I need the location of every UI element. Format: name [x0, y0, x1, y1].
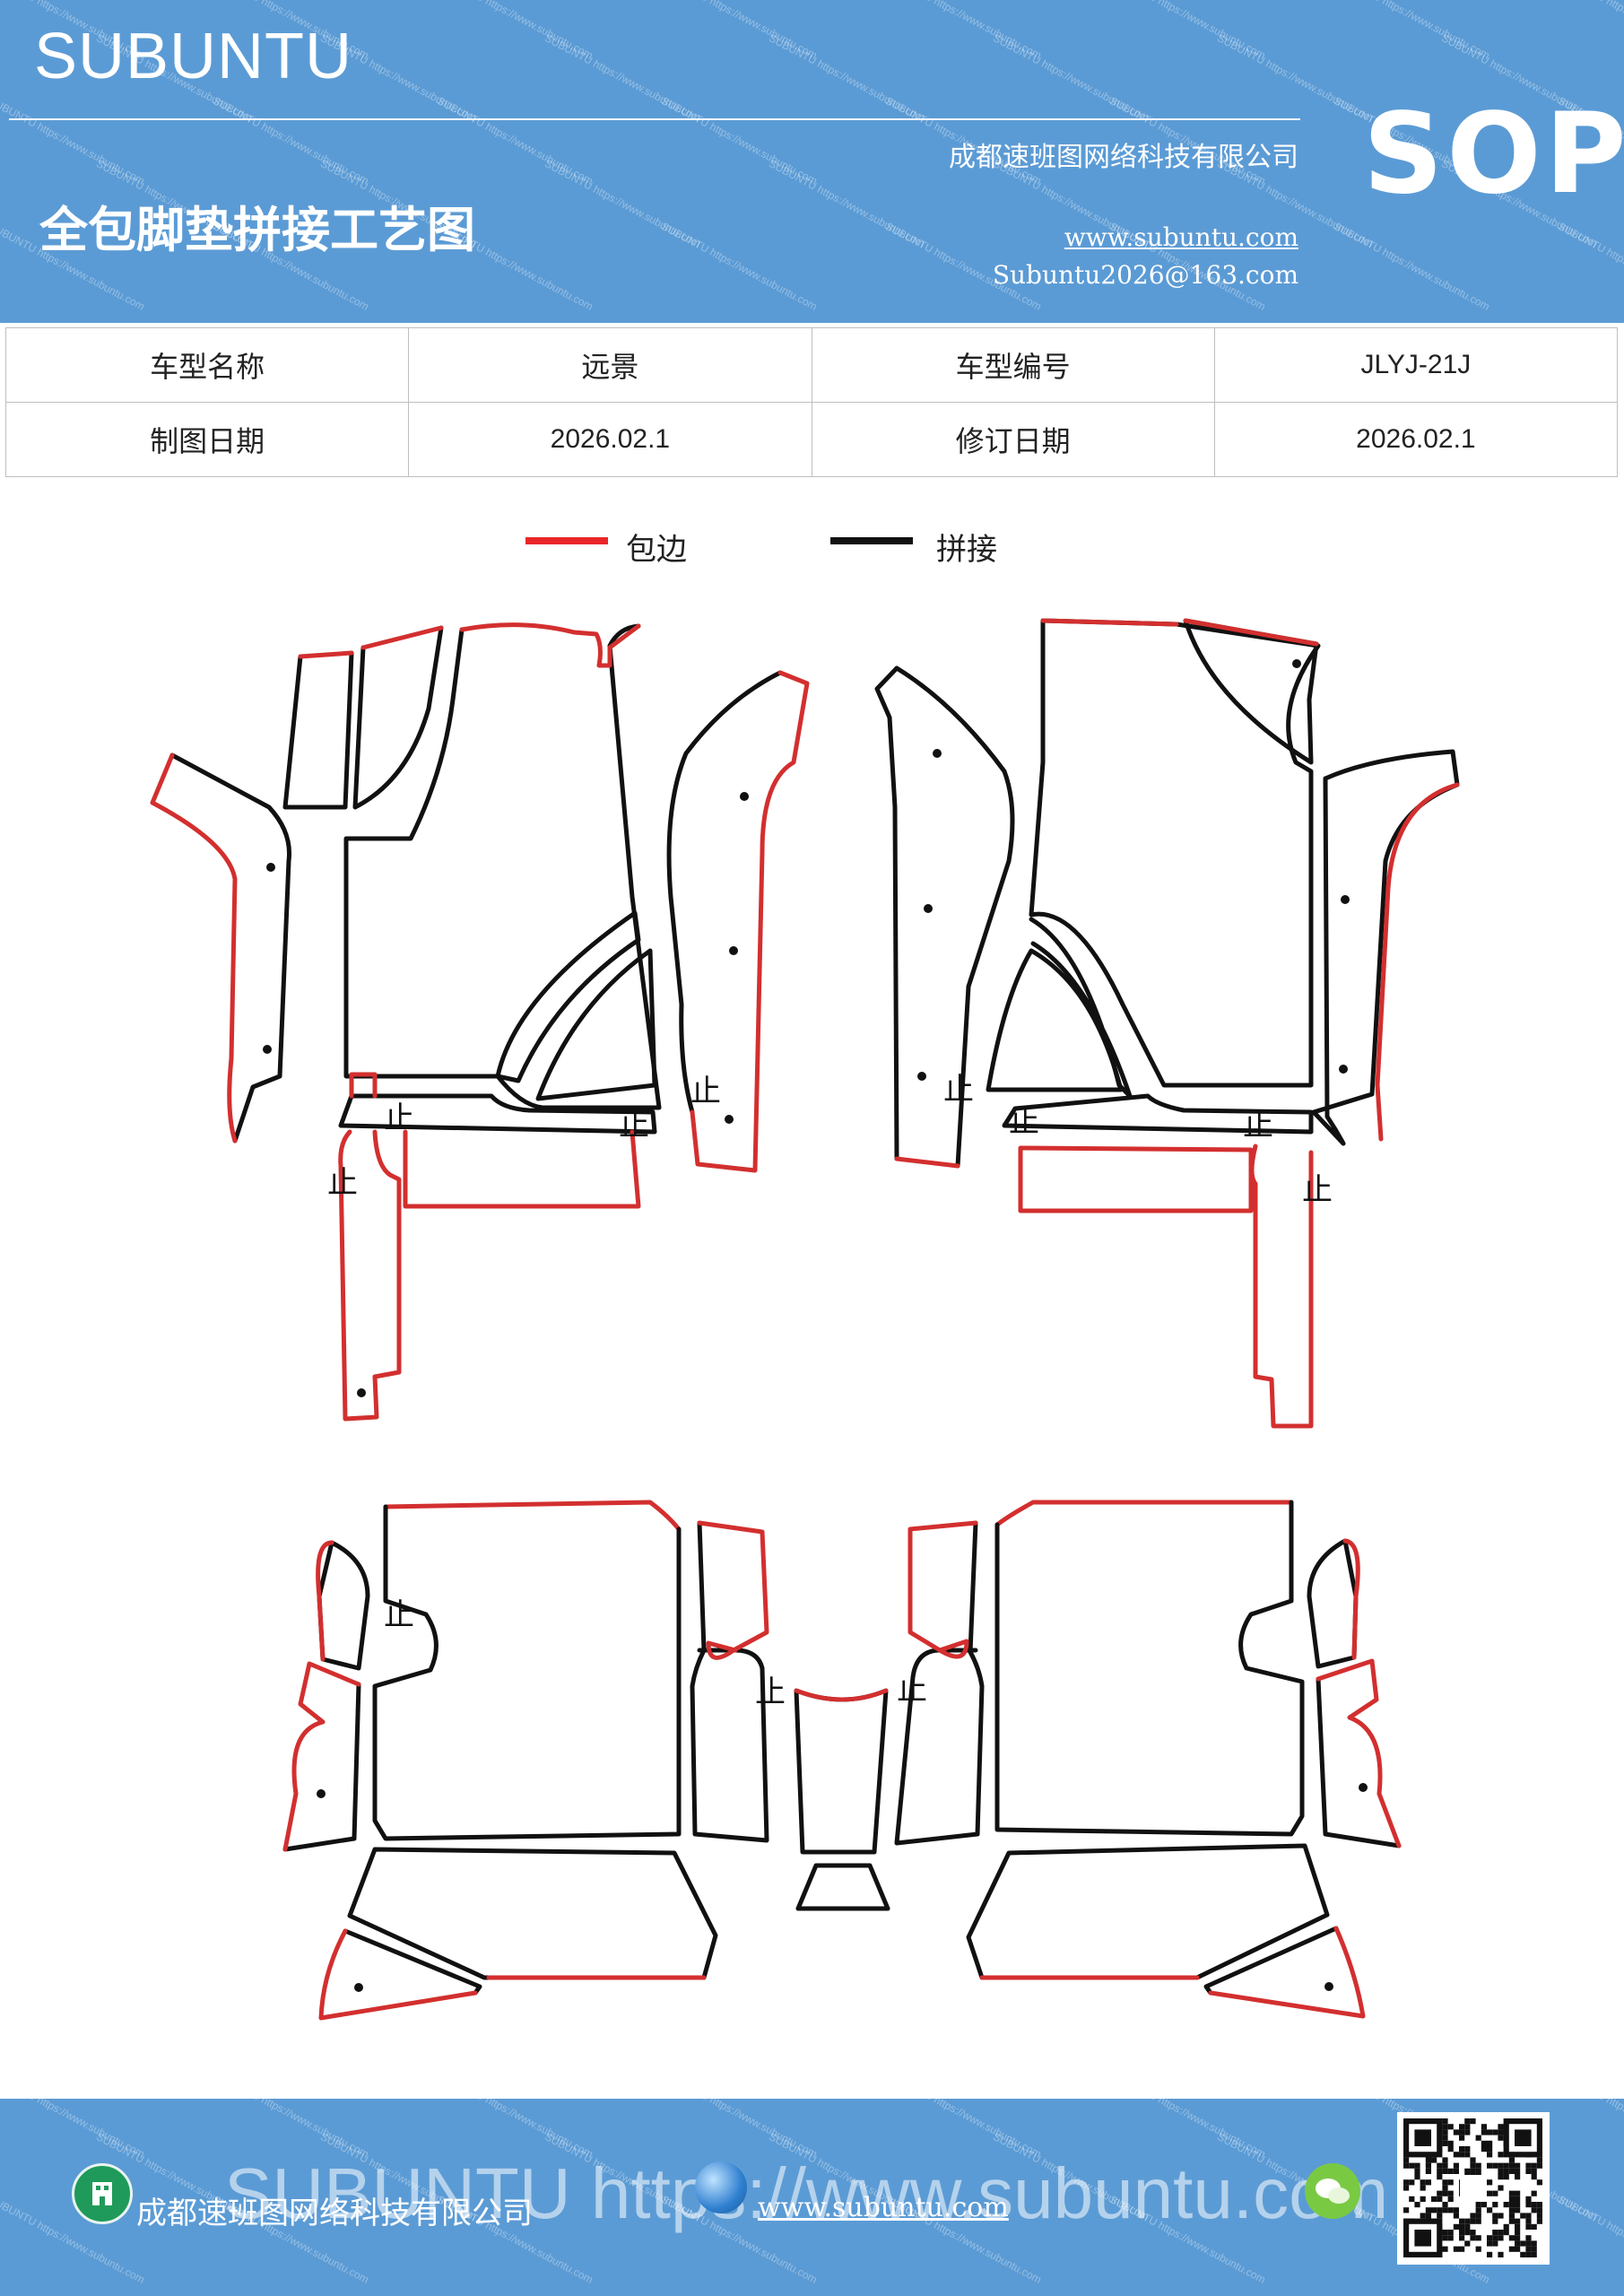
draw-date-value: 2026.02.1 [408, 402, 812, 477]
stop-mark: 止 [384, 1597, 414, 1633]
mat-piece-rear-left-small [317, 1540, 370, 1671]
mat-piece-rear-left-strip [666, 670, 783, 1115]
revision-date-value: 2026.02.1 [1213, 402, 1619, 477]
legend: 包边 拼接 [0, 525, 1624, 570]
email-address: Subuntu2026@163.com [992, 260, 1298, 290]
model-code-value: JLYJ-21J [1213, 327, 1619, 403]
company-name: 成都速班图网络科技有限公司 [949, 142, 1298, 173]
brand-logo-text: SUBUNTU [34, 21, 353, 92]
building-icon [72, 2163, 133, 2224]
stop-mark: 止 [1243, 1108, 1273, 1144]
footer-website-link[interactable]: www.subuntu.com [758, 2192, 1009, 2223]
table-row: 制图日期 2026.02.1 修订日期 2026.02.1 [4, 402, 1619, 477]
mat-piece-arch-outer [495, 910, 641, 1083]
footer-watermark: SUBUNTU https://www.subuntu.com [224, 2153, 1389, 2233]
stop-mark: 止 [619, 1108, 649, 1144]
mat-piece-right-inner-strip [874, 665, 899, 1161]
wechat-icon [1305, 2163, 1360, 2219]
mat-piece-rear-pad-left [403, 1129, 641, 1209]
stop-mark: 止 [755, 1674, 786, 1710]
document-title: 全包脚垫拼接工艺图 [39, 202, 475, 258]
stop-mark: 止 [690, 1074, 721, 1109]
mat-piece-tunnel-left [690, 1520, 769, 1843]
mat-piece-rear-pad-right [1018, 1145, 1254, 1213]
mat-piece-center-small [795, 1863, 890, 1911]
stop-mark: 止 [943, 1072, 974, 1108]
mat-piece-rear-right-main [994, 1500, 1294, 1527]
mat-piece-center-hump [794, 1688, 889, 1855]
mat-piece-tunnel-right [894, 1520, 985, 1846]
mat-piece-front-left-main [343, 623, 662, 1110]
stop-mark: 止 [327, 1165, 358, 1201]
legend-swatch-seam [830, 537, 913, 544]
mat-piece-rear-right-triangle [1203, 1926, 1339, 1996]
stop-mark: 止 [1009, 1104, 1039, 1140]
legend-swatch-edge [525, 537, 608, 544]
table-row: 车型名称 远景 车型编号 JLYJ-21J [4, 327, 1619, 403]
mat-piece-right-corner-triangle [1183, 618, 1319, 765]
mat-piece-rear-left-triangle [343, 1928, 482, 1996]
model-code-label: 车型编号 [811, 327, 1215, 403]
model-name-label: 车型名称 [4, 327, 410, 403]
stop-marks: 止 止 止 止 止 止 止 止 止 止 止 [327, 1072, 1333, 1710]
mat-piece-vertical-strip-left [338, 1129, 402, 1422]
header-divider [9, 118, 1300, 120]
globe-icon [695, 2161, 747, 2213]
mat-piece-rear-left-under [347, 1847, 718, 1980]
draw-date-label: 制图日期 [4, 402, 410, 477]
stop-mark: 止 [897, 1672, 927, 1708]
mat-piece-arch-right-inner [986, 948, 1124, 1092]
floor-mat-splice-diagram: 止 止 止 止 止 止 止 止 止 止 止 [150, 618, 1460, 2021]
legend-label-seam: 拼接 [936, 532, 997, 568]
mat-piece-sill-right [1002, 1093, 1314, 1135]
mat-piece-vertical-strip-right [1249, 1144, 1314, 1429]
mat-piece-rear-right-small [1307, 1538, 1359, 1669]
mat-piece-rear-left-main [383, 1500, 682, 1532]
legend-label-edge: 包边 [626, 532, 687, 568]
qr-code-icon [1397, 2112, 1550, 2265]
sop-badge: SOP [1363, 90, 1624, 219]
vehicle-info-table: 车型名称 远景 车型编号 JLYJ-21J 制图日期 2026.02.1 修订日… [4, 327, 1619, 477]
mat-piece-narrow-a [282, 650, 354, 810]
mat-piece-rear-right-outer [1316, 1676, 1402, 1848]
mat-piece-narrow-b [352, 625, 444, 810]
stop-mark: 止 [384, 1100, 414, 1136]
mat-piece-arch-inner [535, 948, 657, 1101]
revision-date-label: 修订日期 [811, 402, 1215, 477]
mat-piece-rear-left-outer [282, 1682, 361, 1852]
locating-holes [263, 659, 1368, 1992]
mat-piece-left-strip [169, 752, 292, 1144]
model-name-value: 远景 [408, 327, 812, 403]
mat-piece-sill-left [338, 1093, 657, 1135]
mat-piece-arch-right [1029, 917, 1133, 1099]
footer-company-name: 成都速班图网络科技有限公司 [136, 2196, 533, 2231]
mat-piece-front-right-main [1029, 618, 1321, 1088]
stop-mark: 止 [1302, 1172, 1333, 1208]
website-link[interactable]: www.subuntu.com [1064, 222, 1298, 252]
